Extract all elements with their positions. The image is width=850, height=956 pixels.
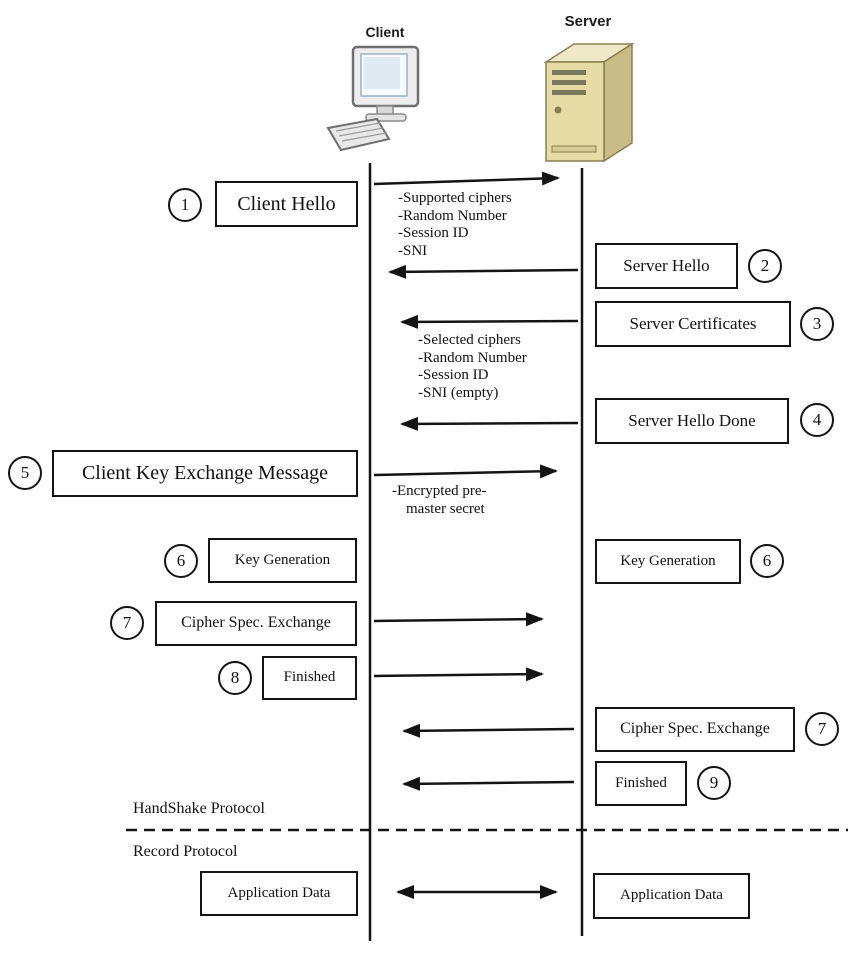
key-exchange-annotations: -Encrypted pre- master secret xyxy=(392,483,487,518)
cipher-spec-exchange-client-box: Cipher Spec. Exchange xyxy=(155,601,357,646)
server-hello-box: Server Hello xyxy=(595,243,738,289)
key-generation-server-box: Key Generation xyxy=(595,539,741,584)
arrow-cipher-spec-client xyxy=(373,612,544,627)
server-hello-annotations: -Selected ciphers -Random Number -Sessio… xyxy=(418,332,527,402)
annotation-line: -SNI xyxy=(398,242,428,259)
arrow-client-key-exchange xyxy=(373,464,558,479)
step-6-server-circle: 6 xyxy=(750,544,784,578)
arrow-finished-client xyxy=(373,667,544,682)
annotation-line: -Session ID xyxy=(398,225,469,241)
application-data-client-box: Application Data xyxy=(200,871,358,916)
step-3-circle: 3 xyxy=(800,307,834,341)
arrow-finished-server xyxy=(402,776,575,791)
server-certificates-box: Server Certificates xyxy=(595,301,791,347)
arrow-server-hello xyxy=(388,264,579,279)
server-hello-done-box: Server Hello Done xyxy=(595,398,789,444)
client-key-exchange-box: Client Key Exchange Message xyxy=(52,450,358,497)
annotation-line: -Selected ciphers xyxy=(418,332,521,348)
annotation-line: -Session ID xyxy=(418,367,489,383)
arrow-server-hello-done xyxy=(400,416,579,431)
client-hello-annotations: -Supported ciphers -Random Number -Sessi… xyxy=(398,190,512,260)
server-tower-icon xyxy=(543,42,635,163)
cipher-spec-exchange-server-box: Cipher Spec. Exchange xyxy=(595,707,795,752)
annotation-line: -Random Number xyxy=(418,349,527,366)
step-8-circle: 8 xyxy=(218,661,252,695)
server-label: Server xyxy=(564,13,612,30)
record-protocol-label: Record Protocol xyxy=(133,843,238,860)
step-1-circle: 1 xyxy=(168,188,202,222)
step-9-circle: 9 xyxy=(697,766,731,800)
client-label: Client xyxy=(365,24,405,40)
annotation-line: -Random Number xyxy=(398,207,507,224)
step-4-circle: 4 xyxy=(800,403,834,437)
annotation-line: -SNI (empty) xyxy=(418,384,499,401)
handshake-protocol-label: HandShake Protocol xyxy=(133,800,265,817)
step-6-client-circle: 6 xyxy=(164,544,198,578)
step-7-client-circle: 7 xyxy=(110,606,144,640)
annotation-line: -Supported ciphers xyxy=(398,190,512,206)
step-7-server-circle: 7 xyxy=(805,712,839,746)
key-generation-client-box: Key Generation xyxy=(208,538,357,583)
step-2-circle: 2 xyxy=(748,249,782,283)
arrow-client-hello xyxy=(373,171,560,186)
finished-client-box: Finished xyxy=(262,656,357,700)
step-5-circle: 5 xyxy=(8,456,42,490)
annotation-line: master secret xyxy=(406,500,485,517)
client-hello-box: Client Hello xyxy=(215,181,358,227)
client-computer-icon xyxy=(326,45,420,152)
annotation-line: -Encrypted pre- xyxy=(392,483,487,499)
application-data-server-box: Application Data xyxy=(593,873,750,919)
arrow-cipher-spec-server xyxy=(402,723,575,738)
finished-server-box: Finished xyxy=(595,761,687,806)
arrow-server-certificates xyxy=(400,314,579,329)
